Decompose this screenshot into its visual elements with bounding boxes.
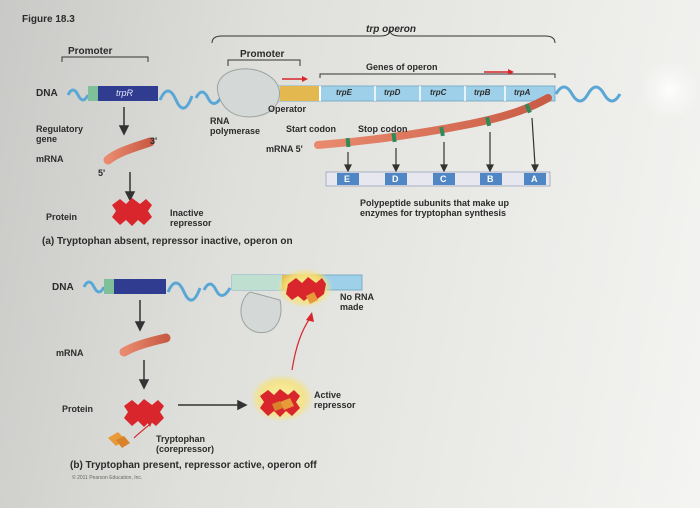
trpR-gene-box bbox=[88, 86, 158, 101]
copyright-text: © 2011 Pearson Education, Inc. bbox=[72, 475, 143, 481]
gene-trpE: trpE bbox=[336, 88, 352, 97]
mrna-label: mRNA bbox=[36, 154, 64, 164]
trp-operon-brace bbox=[211, 29, 556, 44]
caption-b: (b) Tryptophan present, repressor active… bbox=[70, 460, 317, 471]
regulatory-gene-label: Regulatory gene bbox=[36, 124, 84, 144]
stop-codon-label: Stop codon bbox=[358, 124, 408, 134]
no-rna-made-label: No RNA made bbox=[340, 292, 374, 312]
polypeptide-caption: Polypeptide subunits that make up enzyme… bbox=[360, 198, 510, 218]
three-prime-label: 3' bbox=[150, 136, 158, 146]
gene-trpC: trpC bbox=[430, 88, 447, 97]
promoter-left-bracket bbox=[61, 56, 149, 62]
polypeptide-E: E bbox=[344, 174, 351, 184]
start-codon-label: Start codon bbox=[286, 124, 337, 134]
dna-label: DNA bbox=[36, 88, 58, 99]
active-repressor-label: Active repressor bbox=[314, 390, 356, 410]
trpR-gene-box-b bbox=[104, 279, 166, 294]
gene-trpD: trpD bbox=[384, 88, 401, 97]
trpR-mrna-b bbox=[119, 333, 171, 357]
tryptophan-label: Tryptophan (corepressor) bbox=[156, 434, 215, 454]
translation-arrows bbox=[344, 117, 539, 173]
dna-helix-mid-b bbox=[166, 281, 232, 302]
polypeptide-B: B bbox=[487, 174, 494, 184]
polypeptide-D: D bbox=[392, 174, 399, 184]
promoter-left-label: Promoter bbox=[68, 46, 113, 57]
promoter-right-label: Promoter bbox=[240, 49, 285, 60]
inactive-repressor-shape-b bbox=[124, 399, 164, 427]
protein-label: Protein bbox=[46, 212, 78, 222]
five-prime-label: 5' bbox=[98, 168, 106, 178]
caption-a: (a) Tryptophan absent, repressor inactiv… bbox=[42, 236, 293, 247]
promoter-right-bracket bbox=[227, 59, 301, 66]
dna-helix-left-b bbox=[82, 280, 106, 294]
bound-repressor-shape bbox=[286, 277, 326, 301]
trpR-gene-label: trpR bbox=[116, 88, 134, 98]
trpR-mrna bbox=[103, 137, 155, 165]
protein-label-b: Protein bbox=[62, 404, 94, 414]
operator-label: Operator bbox=[268, 104, 307, 114]
operator-region bbox=[280, 86, 320, 101]
rna-polymerase-blob-b bbox=[240, 291, 282, 334]
dna-label-b: DNA bbox=[52, 282, 74, 293]
dna-helix-left bbox=[66, 88, 90, 102]
dna-helix-right bbox=[554, 85, 622, 103]
rna-polymerase-blob bbox=[216, 68, 281, 118]
mrna-5prime-label: mRNA 5' bbox=[266, 144, 303, 154]
polypeptide-A: A bbox=[531, 174, 538, 184]
inactive-repressor-shape bbox=[112, 198, 152, 226]
genes-of-operon-label: Genes of operon bbox=[366, 62, 438, 72]
dna-helix-mid bbox=[158, 89, 224, 110]
mrna-label-b: mRNA bbox=[56, 348, 84, 358]
mrna-transcript bbox=[314, 94, 552, 149]
gene-trpA: trpA bbox=[514, 88, 531, 97]
inactive-repressor-label: Inactive repressor bbox=[170, 208, 212, 228]
genes-bracket bbox=[319, 73, 556, 78]
rna-polymerase-label: RNA polymerase bbox=[210, 116, 261, 136]
trp-operon-label: trp operon bbox=[366, 24, 416, 35]
screen-glare bbox=[640, 60, 700, 120]
figure-title: Figure 18.3 bbox=[22, 14, 75, 25]
gene-trpB: trpB bbox=[474, 88, 491, 97]
polypeptide-C: C bbox=[440, 174, 447, 184]
